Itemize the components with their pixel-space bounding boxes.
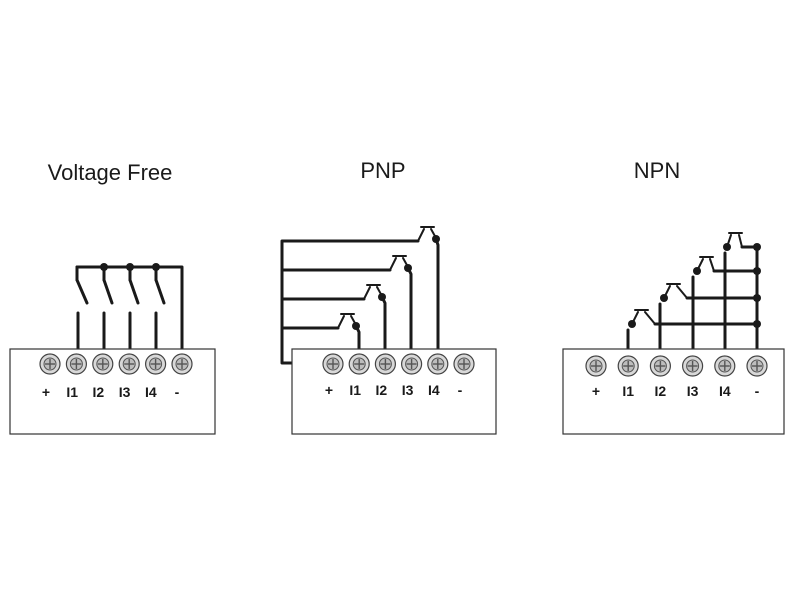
transistor-icon	[389, 255, 413, 358]
switch-icon	[126, 263, 140, 352]
transistor-icon	[691, 256, 715, 358]
screw-terminal-icon	[401, 353, 423, 375]
screw-terminal-icon	[617, 355, 639, 377]
transistor-icon	[363, 284, 387, 358]
terminal-label-plus: +	[42, 384, 50, 400]
transistor-icon	[417, 226, 440, 358]
screw-terminal-icon	[714, 355, 736, 377]
screw-terminal-icon	[145, 353, 167, 375]
terminal-label-i4: I4	[719, 383, 731, 399]
voltage-free-panel: + I1 I2 I3 I4 -	[9, 263, 216, 435]
terminal-label-i3: I3	[119, 384, 131, 400]
terminal-label-minus: -	[458, 382, 463, 398]
common-bus-wire	[75, 265, 184, 352]
switch-icon	[100, 263, 114, 352]
screw-terminal-icon	[65, 353, 88, 375]
npn-title: NPN	[634, 158, 680, 183]
switch-icon	[75, 265, 89, 352]
screw-terminal-icon	[348, 353, 370, 375]
terminal-label-i1: I1	[66, 384, 78, 400]
terminal-label-plus: +	[592, 383, 600, 399]
screw-terminal-icon	[39, 353, 61, 375]
terminal-label-i1: I1	[622, 383, 634, 399]
screw-terminal-icon	[322, 353, 344, 375]
voltage-free-title: Voltage Free	[48, 160, 173, 185]
terminal-label-i4: I4	[145, 384, 157, 400]
terminal-label-i4: I4	[428, 382, 440, 398]
screw-terminal-icon	[585, 355, 607, 377]
terminal-label-i3: I3	[687, 383, 699, 399]
terminal-label-minus: -	[755, 383, 760, 399]
terminal-label-i2: I2	[376, 382, 388, 398]
screw-terminal-icon	[649, 355, 672, 377]
terminal-label-plus: +	[325, 382, 333, 398]
terminal-label-i2: I2	[93, 384, 105, 400]
terminal-label-i1: I1	[349, 382, 361, 398]
screw-terminal-icon	[427, 353, 449, 375]
screw-terminal-icon	[92, 353, 114, 375]
terminal-label-minus: -	[175, 384, 180, 400]
transistor-icon	[337, 313, 361, 358]
pnp-panel: + I1 I2 I3 I4 -	[280, 226, 497, 435]
screw-terminal-icon	[118, 353, 140, 375]
screw-terminal-icon	[453, 353, 475, 375]
screw-terminal-icon	[746, 355, 768, 377]
terminal-label-i3: I3	[402, 382, 414, 398]
screw-terminal-icon	[171, 353, 193, 375]
switch-icon	[152, 263, 166, 352]
terminal-label-i2: I2	[655, 383, 667, 399]
transistor-icon	[658, 283, 688, 358]
transistor-icon	[723, 232, 743, 358]
pnp-title: PNP	[360, 158, 405, 183]
screw-terminal-icon	[681, 355, 704, 377]
npn-panel: + I1 I2 I3 I4 -	[562, 232, 785, 435]
screw-terminal-icon	[374, 353, 396, 375]
supply-rail-wire	[280, 239, 420, 365]
